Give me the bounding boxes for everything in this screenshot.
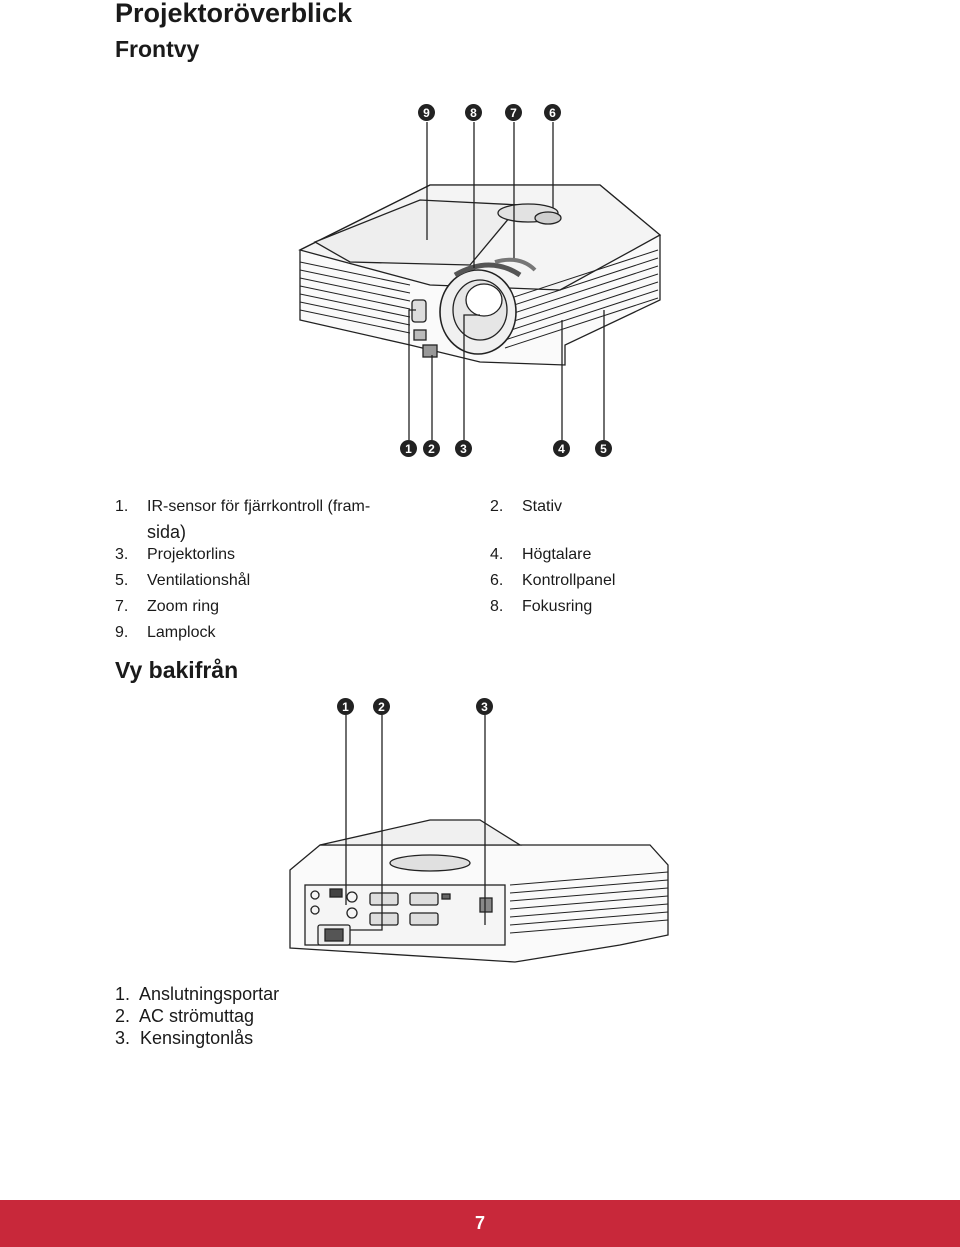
callout-3: 3 [455, 440, 472, 457]
front-item-9: 9.Lamplock [115, 624, 216, 641]
front-item-2: 2.Stativ [490, 498, 563, 515]
rear-item-2: 2. AC strömuttag [115, 1006, 255, 1026]
callout-5: 5 [595, 440, 612, 457]
front-item-4: 4.Högtalare [490, 546, 592, 563]
callout-4: 4 [553, 440, 570, 457]
callout-2: 2 [423, 440, 440, 457]
page-number: 7 [474, 1213, 485, 1233]
rear-view-heading: Vy bakifrån [115, 657, 239, 683]
front-item-6: 6.Kontrollpanel [490, 572, 616, 589]
callout-1: 1 [400, 440, 417, 457]
callout-8: 8 [465, 104, 482, 121]
front-item-7: 7.Zoom ring [115, 598, 220, 615]
rear-callout-2: 2 [373, 698, 390, 715]
rear-callout-3: 3 [476, 698, 493, 715]
front-item-5: 5.Ventilationshål [115, 572, 251, 589]
front-item-3: 3.Projektorlins [115, 546, 236, 563]
rear-item-3: 3. Kensingtonlås [115, 1028, 254, 1048]
callout-7: 7 [505, 104, 522, 121]
page-footer: 7 [0, 1200, 960, 1247]
front-item-8: 8.Fokusring [490, 598, 593, 615]
front-item-1-cont: sida) [147, 522, 187, 542]
front-item-1: 1.IR-sensor för fjärrkontroll (fram- [115, 498, 371, 515]
callout-6: 6 [544, 104, 561, 121]
callout-9: 9 [418, 104, 435, 121]
rear-callout-1: 1 [337, 698, 354, 715]
rear-item-1: 1. Anslutningsportar [115, 984, 280, 1004]
page-title: Projektoröverblick [115, 0, 353, 28]
front-view-heading: Frontvy [115, 36, 200, 62]
